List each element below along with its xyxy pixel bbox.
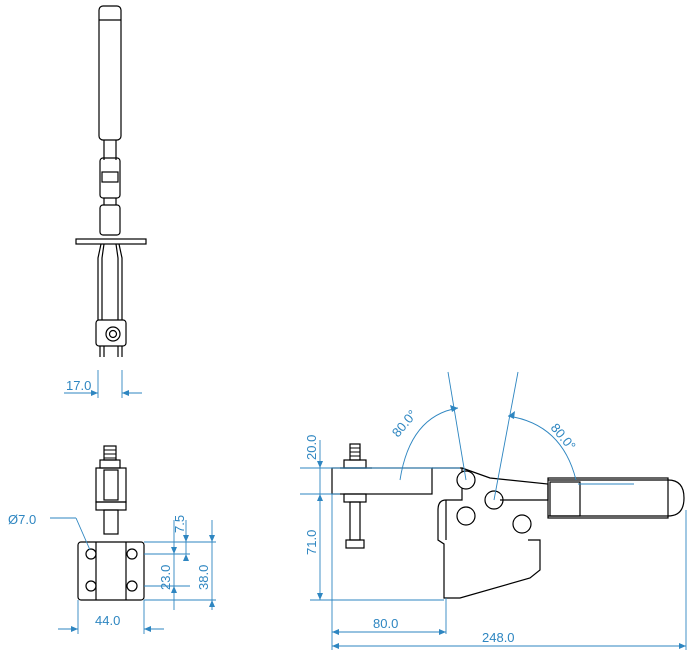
hole-diameter-label: Ø7.0 (8, 512, 36, 527)
base-view (50, 445, 216, 634)
bar-length-label: 80.0 (373, 616, 398, 631)
base-height-label: 38.0 (196, 565, 211, 590)
side-view (300, 371, 687, 650)
clamp-height-label: 71.0 (304, 530, 319, 555)
base-width-label: 44.0 (95, 613, 120, 628)
angle-left-label: 80.0° (389, 407, 420, 440)
front-view (64, 5, 147, 398)
base-offset-label: 7.5 (172, 515, 187, 533)
slot-width-label: 17.0 (66, 378, 91, 393)
overall-length-label: 248.0 (482, 630, 515, 645)
hole-spacing-label: 23.0 (158, 565, 173, 590)
bar-height-label: 20.0 (304, 435, 319, 460)
